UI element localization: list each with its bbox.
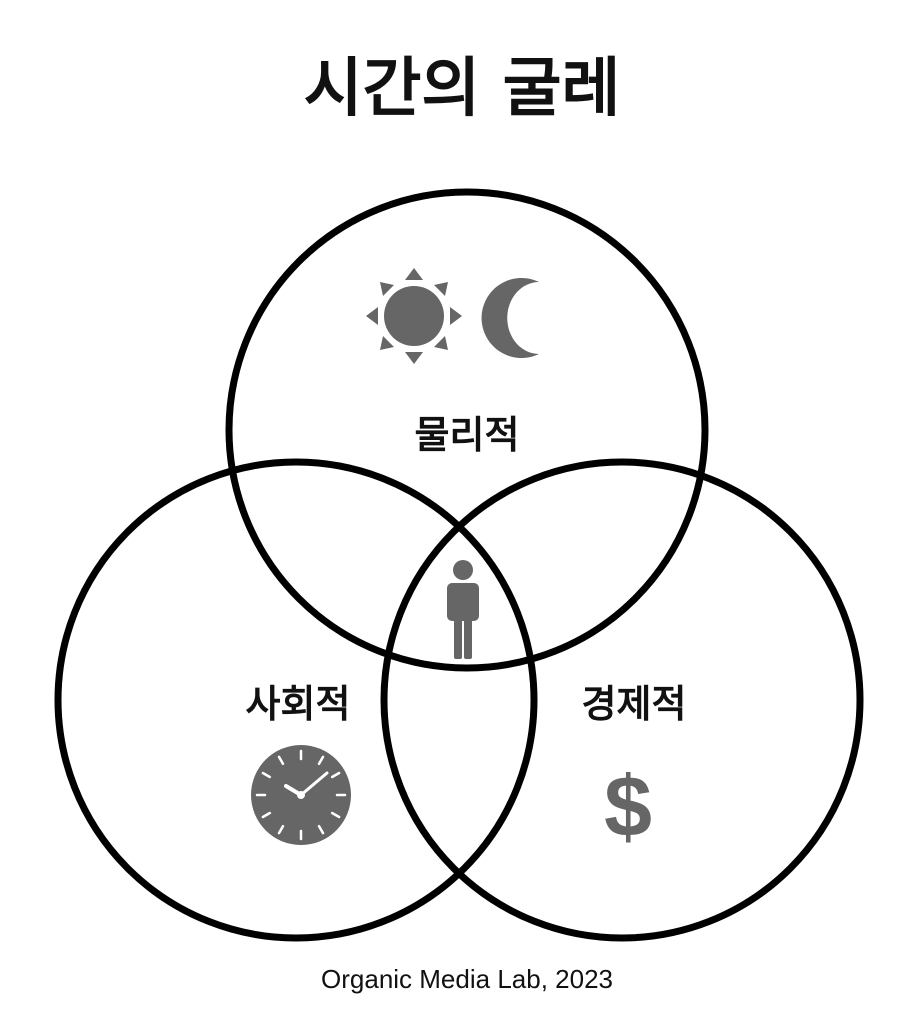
clock-tick (261, 771, 272, 779)
person-icon (447, 560, 479, 659)
clock-tick (317, 824, 325, 835)
dollar-icon: $ (604, 759, 652, 855)
clock-icon (251, 745, 351, 845)
social-circle (54, 458, 538, 942)
clock-tick (330, 811, 341, 819)
clock-tick (317, 755, 325, 766)
sun-icon (366, 268, 462, 364)
physical-circle (225, 188, 709, 672)
clock-tick (261, 811, 272, 819)
physical-label: 물리적 (415, 413, 520, 457)
social-label: 사회적 (246, 682, 351, 726)
page-title: 시간의 굴레 (304, 52, 621, 126)
credit-text: Organic Media Lab, 2023 (321, 964, 613, 994)
clock-tick (277, 824, 285, 835)
economic-circle (380, 458, 864, 942)
moon-icon (481, 278, 539, 358)
economic-label: 경제적 (582, 682, 687, 726)
clock-tick (277, 755, 285, 766)
clock-tick (330, 771, 341, 779)
